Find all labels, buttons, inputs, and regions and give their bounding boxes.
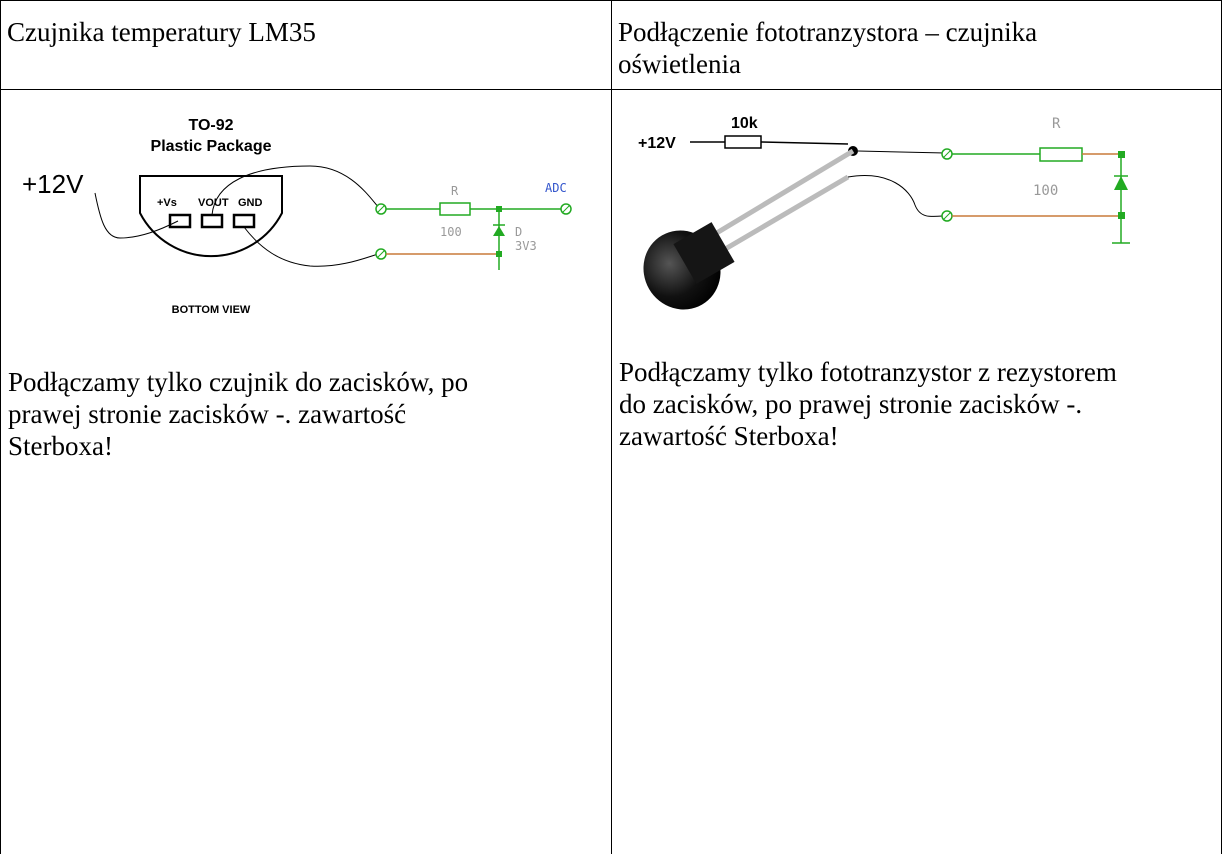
table-divider-vertical [611, 0, 612, 854]
supply-label: +12V [22, 169, 84, 199]
table-border-left [0, 0, 1, 854]
resistor-r-right-label: R [1052, 116, 1061, 132]
supply-label-right: +12V [638, 135, 676, 152]
left-description-line: Podłączamy tylko czujnik do zacisków, po [8, 367, 469, 397]
left-description-line: prawej stronie zacisków -. zawartość [8, 399, 407, 429]
phototransistor-circuit-diagram: +12V 10k R 100 [638, 115, 1130, 310]
resistor-label: R [451, 184, 459, 198]
adc-label: ADC [545, 181, 567, 195]
right-description-line: Podłączamy tylko fototranzystor z rezyst… [619, 357, 1117, 387]
lead-2 [713, 174, 850, 258]
right-description-line: do zacisków, po prawej stronie zacisków … [619, 389, 1083, 419]
header-left: Czujnika temperatury LM35 [7, 17, 316, 47]
bottom-view-label: BOTTOM VIEW [172, 304, 251, 316]
left-description-line: Sterboxa! [8, 431, 113, 461]
left-description: Podłączamy tylko czujnik do zacisków, po… [8, 366, 468, 462]
right-description: Podłączamy tylko fototranzystor z rezyst… [619, 356, 1117, 452]
diode-label: D [515, 225, 522, 239]
resistor-r-right [1039, 147, 1083, 162]
zener-diode-right [1114, 176, 1128, 190]
table-divider-header [0, 89, 1222, 90]
resistor-10k-label: 10k [731, 115, 758, 132]
pin-vout [200, 213, 224, 229]
pin-vs-label: +Vs [157, 197, 177, 209]
diode-value: 3V3 [515, 239, 537, 253]
supply-wire [94, 192, 179, 239]
pin-gnd [232, 213, 256, 229]
right-description-line: zawartość Sterboxa! [619, 421, 839, 451]
package-subtitle: Plastic Package [151, 138, 272, 155]
header-right-line2: oświetlenia [618, 49, 741, 79]
resistor-r-right-value: 100 [1033, 183, 1058, 199]
package-title: TO-92 [188, 117, 233, 134]
gnd-wire [243, 226, 379, 267]
lead-1 [703, 148, 855, 243]
resistor-value: 100 [440, 225, 462, 239]
vout-wire [211, 165, 381, 216]
pin-vs [168, 213, 192, 229]
header-right-line1: Podłączenie fototranzystora – czujnika [618, 17, 1038, 47]
header-right: Podłączenie fototranzystora – czujnika o… [618, 16, 1037, 80]
pin-gnd-label: GND [238, 197, 263, 209]
resistor-10k [724, 135, 762, 149]
resistor-r [439, 202, 471, 216]
lm35-circuit-diagram: TO-92 Plastic Package +Vs VOUT GND BOTTO… [22, 117, 572, 316]
to92-package-outline [139, 175, 283, 258]
zener-diode [493, 226, 505, 236]
pin-vout-label: VOUT [198, 197, 229, 209]
